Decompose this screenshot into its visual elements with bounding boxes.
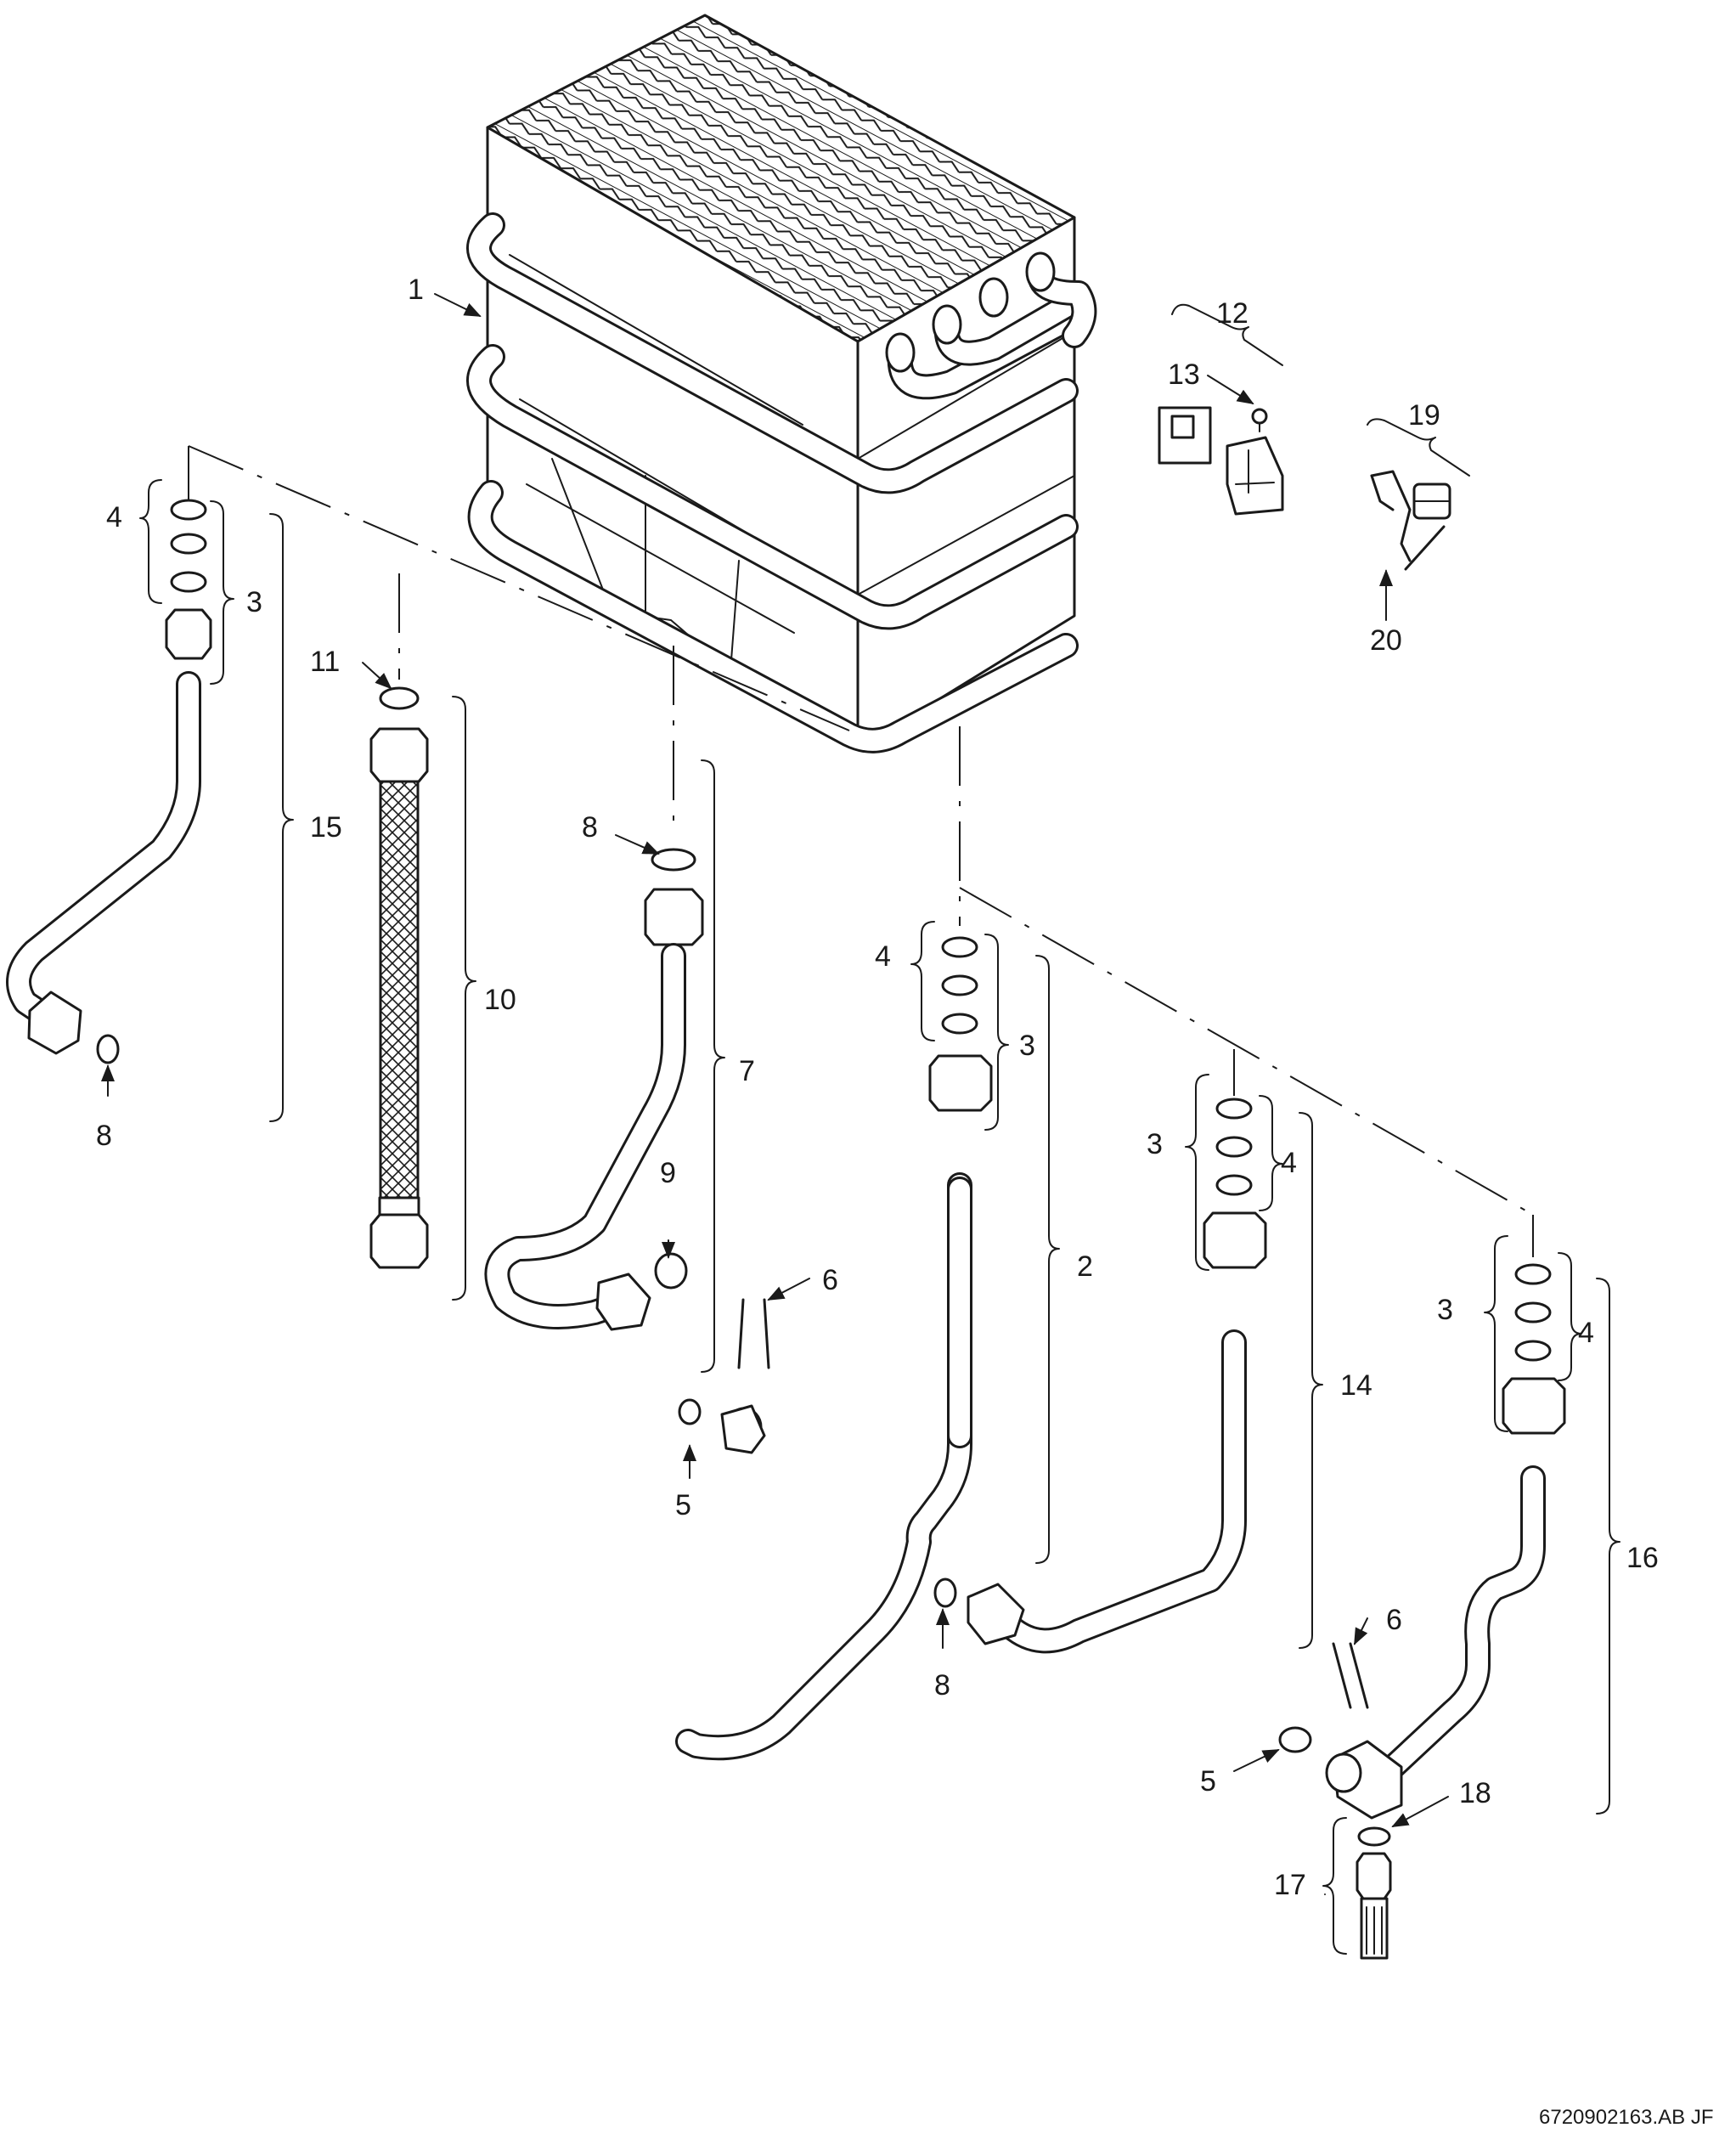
reference-code: 6720902163.AB JF [1539, 2106, 1714, 2129]
assembly-lines [188, 445, 1534, 1257]
label-4d: 4 [1578, 1317, 1594, 1349]
heat-exchanger [466, 14, 1097, 753]
leader-arrows [101, 293, 1449, 1895]
label-3b: 3 [1019, 1030, 1035, 1062]
label-6a: 6 [822, 1264, 838, 1296]
label-9: 9 [660, 1157, 676, 1189]
sensor-12 [1158, 406, 1284, 516]
label-3c: 3 [1147, 1128, 1163, 1160]
label-14: 14 [1340, 1369, 1372, 1402]
pipe-15 [6, 499, 212, 1064]
label-8b: 8 [582, 811, 598, 844]
drain-valve-17 [1356, 1826, 1392, 1960]
callout-labels: 1 2 3 3 3 3 4 4 4 4 5 5 6 6 7 8 8 8 9 10… [96, 274, 1659, 1901]
label-19: 19 [1408, 399, 1440, 432]
label-12: 12 [1216, 297, 1248, 330]
pipe-16 [1278, 1263, 1566, 1820]
pipe-14 [933, 1098, 1267, 1654]
label-4a: 4 [106, 501, 122, 533]
label-8c: 8 [934, 1669, 950, 1702]
label-2: 2 [1077, 1250, 1093, 1283]
label-5a: 5 [675, 1489, 691, 1521]
flex-hose-10 [369, 686, 429, 1269]
label-8a: 8 [96, 1120, 112, 1152]
label-3d: 3 [1437, 1294, 1453, 1326]
label-10: 10 [484, 984, 516, 1016]
label-13: 13 [1168, 358, 1200, 391]
label-7: 7 [739, 1055, 755, 1087]
label-18: 18 [1459, 1777, 1491, 1809]
label-4c: 4 [1281, 1147, 1297, 1179]
label-11: 11 [310, 646, 340, 678]
braces [139, 303, 1620, 1955]
sensor-19 [1370, 470, 1451, 571]
label-4b: 4 [875, 940, 891, 973]
label-16: 16 [1626, 1542, 1659, 1574]
label-17: 17 [1274, 1869, 1306, 1901]
pipe-2 [675, 936, 993, 1761]
label-5b: 5 [1200, 1765, 1216, 1798]
label-15: 15 [310, 811, 342, 844]
pipe-7 [484, 848, 704, 1331]
label-20: 20 [1370, 624, 1402, 657]
label-6b: 6 [1386, 1604, 1402, 1636]
gaskets [678, 1298, 1369, 1709]
label-1: 1 [408, 274, 424, 306]
label-3a: 3 [246, 586, 262, 618]
